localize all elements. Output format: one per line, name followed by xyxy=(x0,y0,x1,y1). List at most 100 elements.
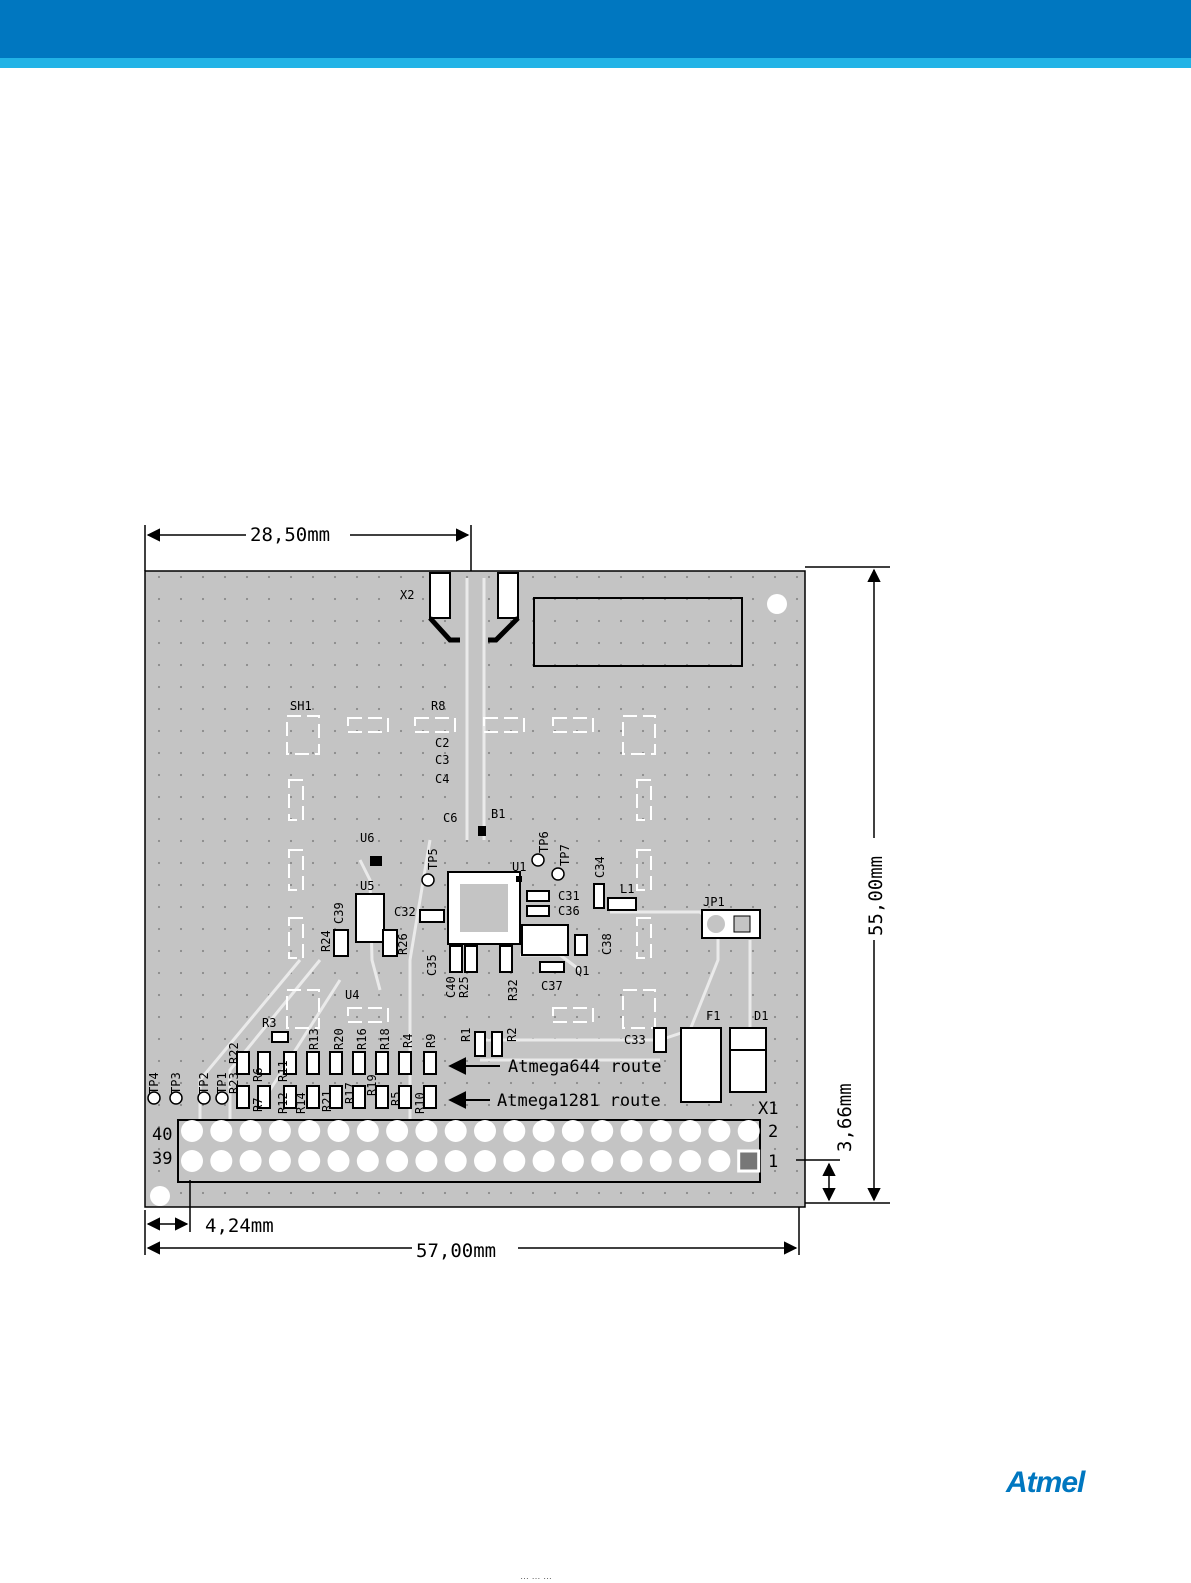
header-pin xyxy=(239,1120,262,1142)
label-u5: U5 xyxy=(360,879,374,893)
label-c33: C33 xyxy=(624,1033,646,1047)
label-pin2: 2 xyxy=(768,1122,778,1142)
header-pin xyxy=(239,1150,262,1172)
header-pin xyxy=(708,1120,731,1142)
header-pin xyxy=(210,1120,233,1142)
header-pin xyxy=(474,1150,496,1172)
label-r17: R17 xyxy=(343,1082,357,1104)
dim-left-offset: 4,24mm xyxy=(205,1215,274,1237)
fuse-f1 xyxy=(680,1027,722,1103)
header-pin xyxy=(620,1120,643,1142)
label-b1: B1 xyxy=(491,807,505,821)
label-route-atmega644: Atmega644 route xyxy=(508,1057,662,1077)
label-sh1: SH1 xyxy=(290,699,312,713)
header-pin xyxy=(415,1120,438,1142)
header-pin xyxy=(268,1150,291,1172)
header-pin xyxy=(503,1150,526,1172)
dim-width-top: 28,50mm xyxy=(250,524,330,546)
footer-text: … … … xyxy=(520,1571,553,1581)
label-r14: R14 xyxy=(294,1092,308,1114)
header-pin xyxy=(327,1150,350,1172)
header-pin xyxy=(181,1150,203,1172)
label-jp1: JP1 xyxy=(703,895,725,909)
label-r21: R21 xyxy=(320,1090,334,1112)
label-c38: C38 xyxy=(600,933,614,955)
label-pin40: 40 xyxy=(152,1125,172,1145)
header-pin xyxy=(561,1120,584,1142)
header-x1 xyxy=(177,1119,761,1183)
label-r20: R20 xyxy=(332,1028,346,1050)
chip-u5 xyxy=(355,893,385,943)
label-r7: R7 xyxy=(251,1098,265,1112)
chip-u1 xyxy=(447,871,522,945)
label-c31: C31 xyxy=(558,889,580,903)
header-pin xyxy=(268,1120,291,1142)
label-c36: C36 xyxy=(558,904,580,918)
atmel-logo: Atmel xyxy=(1006,1466,1085,1499)
header-pin xyxy=(561,1150,584,1172)
label-r6: R6 xyxy=(251,1068,265,1082)
header-pin xyxy=(356,1120,379,1142)
jumper-jp1 xyxy=(701,909,761,939)
label-c4: C4 xyxy=(435,772,449,786)
label-x2: X2 xyxy=(400,588,414,602)
label-r8: R8 xyxy=(431,699,445,713)
header-pin xyxy=(298,1120,321,1142)
header-pin xyxy=(620,1150,643,1172)
header-pin xyxy=(737,1149,761,1173)
resistor-array xyxy=(236,1051,437,1109)
header-pin xyxy=(591,1150,614,1172)
label-c6: C6 xyxy=(443,811,457,825)
label-r2: R2 xyxy=(505,1028,519,1042)
label-f1: F1 xyxy=(706,1009,720,1023)
dimension-lines xyxy=(144,525,890,1255)
header-pin xyxy=(327,1120,350,1142)
header-pin xyxy=(679,1120,702,1142)
label-r9: R9 xyxy=(424,1034,438,1048)
label-tp1: TP1 xyxy=(215,1072,229,1094)
header-pin xyxy=(591,1120,614,1142)
header-pin xyxy=(503,1120,526,1142)
label-c3: C3 xyxy=(435,753,449,767)
diode-d1 xyxy=(729,1027,767,1093)
label-tp4: TP4 xyxy=(147,1072,161,1094)
label-c39: C39 xyxy=(332,902,346,924)
label-area-rect xyxy=(533,597,743,667)
header-pin xyxy=(649,1120,672,1142)
label-tp3: TP3 xyxy=(169,1072,183,1094)
header-pin xyxy=(708,1150,731,1172)
chip-u6 xyxy=(370,856,382,866)
label-route-atmega1281: Atmega1281 route xyxy=(497,1091,661,1111)
label-r18: R18 xyxy=(378,1028,392,1050)
passive-components xyxy=(271,883,667,1057)
label-r4: R4 xyxy=(401,1034,415,1048)
label-r26: R26 xyxy=(396,933,410,955)
header-pin xyxy=(210,1150,233,1172)
label-c37: C37 xyxy=(541,979,563,993)
label-c40: C40 xyxy=(444,976,458,998)
label-tp5: TP5 xyxy=(426,848,440,870)
header-pin xyxy=(386,1150,409,1172)
label-d1: D1 xyxy=(754,1009,768,1023)
label-r22: R22 xyxy=(227,1042,241,1064)
label-r10: R10 xyxy=(413,1092,427,1114)
label-r5: R5 xyxy=(389,1092,403,1106)
label-r23: R23 xyxy=(227,1072,241,1094)
header-pin xyxy=(532,1120,555,1142)
label-c34: C34 xyxy=(593,856,607,878)
header-pin xyxy=(356,1150,379,1172)
label-r24: R24 xyxy=(319,930,333,952)
label-u6: U6 xyxy=(360,831,374,845)
header-accent-stripe xyxy=(0,58,1191,68)
header-pin xyxy=(444,1150,467,1172)
header-pin xyxy=(298,1150,321,1172)
test-points xyxy=(147,853,565,1105)
header-pin xyxy=(415,1150,438,1172)
dim-height: 55,00mm xyxy=(865,856,887,936)
reference-designators: X2 SH1 R8 C2 C3 C4 C6 B1 U6 TP5 TP6 TP7 … xyxy=(147,588,778,1172)
dim-width-total: 57,00mm xyxy=(416,1240,496,1262)
label-r32: R32 xyxy=(506,979,520,1001)
header-pin xyxy=(181,1120,203,1142)
label-r1: R1 xyxy=(459,1028,473,1042)
